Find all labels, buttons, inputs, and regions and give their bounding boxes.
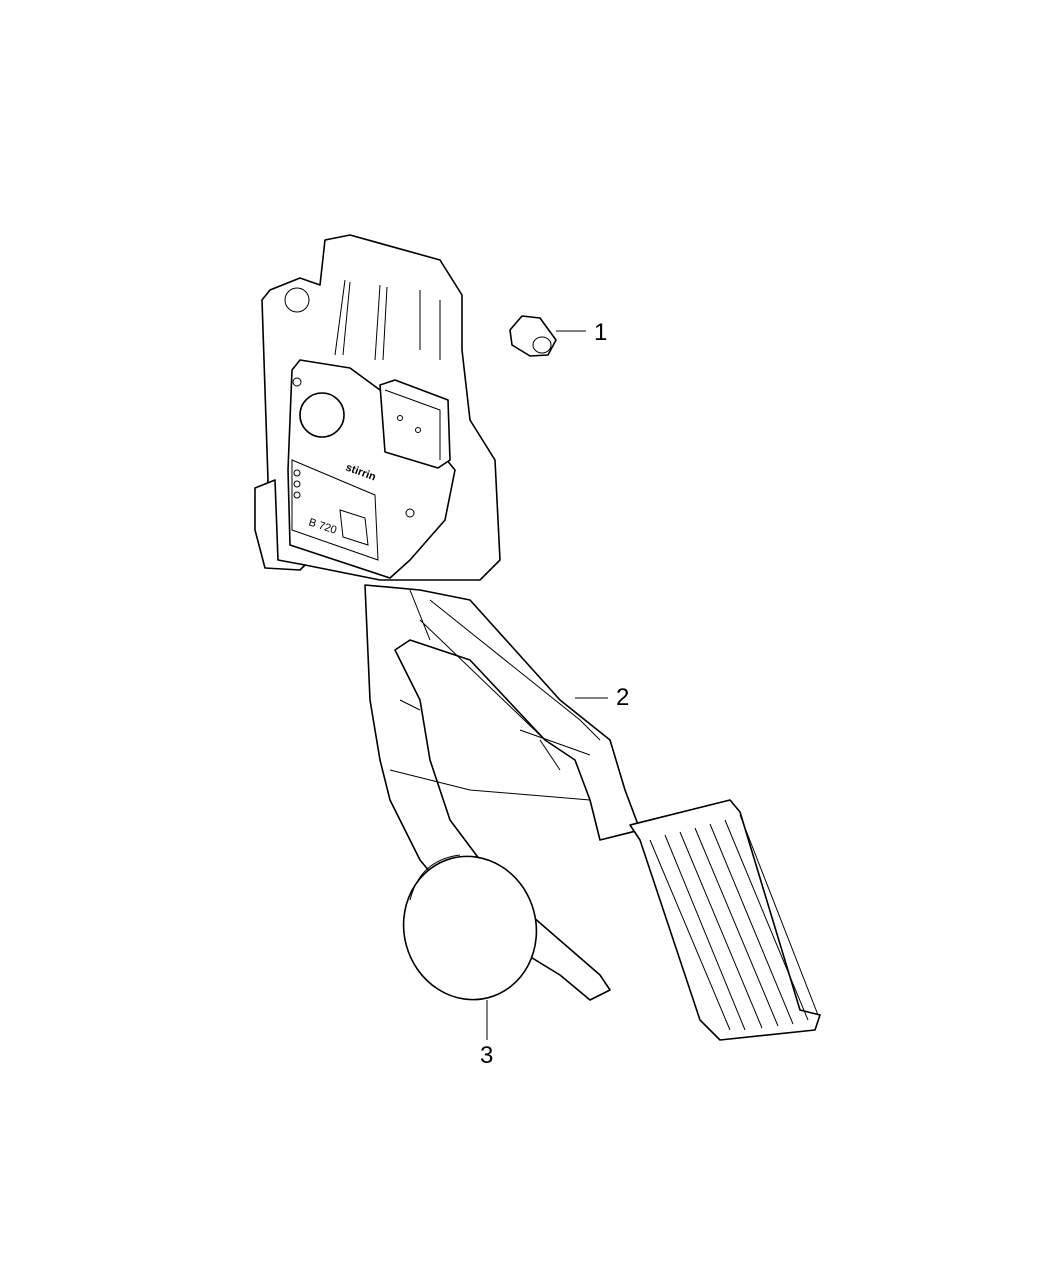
callout-2: 2 [616, 684, 629, 711]
nut [509, 315, 557, 357]
callout-1: 1 [594, 319, 607, 346]
callout-3: 3 [480, 1042, 493, 1069]
accelerator-pedal-assembly: B 720 stirrin [254, 234, 821, 1041]
pedal-pad [629, 799, 821, 1041]
pad [402, 854, 538, 1001]
connector [379, 379, 451, 469]
